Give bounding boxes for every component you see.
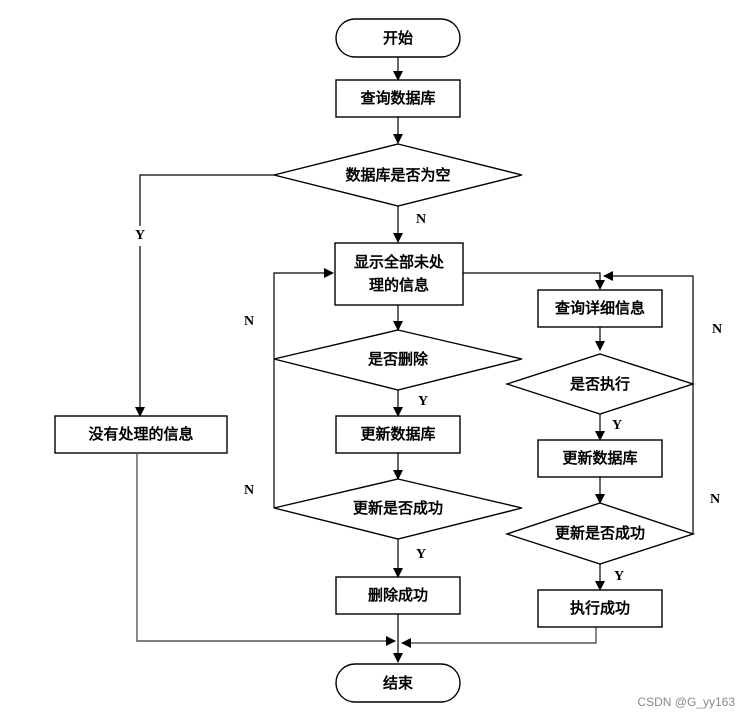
watermark: CSDN @G_yy163: [637, 695, 735, 709]
end-terminal: [335, 663, 461, 703]
update-ok-right-decision: [504, 502, 696, 565]
edges: [135, 57, 694, 663]
edge-delete-no: [273, 268, 334, 359]
query-detail-box: [537, 289, 663, 328]
execute-ok-label: 执行成功: [570, 599, 630, 617]
edge-nounprocessed-end: [136, 454, 396, 646]
start-terminal: [335, 18, 461, 58]
label-update-right-yes: Y: [614, 569, 624, 584]
label-delete-yes: Y: [418, 394, 428, 409]
delete-ok-label: 删除成功: [368, 586, 428, 604]
label-dbempty-no: N: [416, 212, 426, 227]
edge-execute-no: [603, 271, 694, 384]
execute-ok-box: [537, 589, 663, 628]
label-delete-no: N: [244, 314, 254, 329]
show-unprocessed-box: [334, 242, 464, 306]
execute-decision-label: 是否执行: [569, 375, 630, 393]
show-unprocessed-label-line1: 显示全部未处: [354, 253, 445, 271]
edge-executeok-end: [401, 627, 597, 648]
label-update-left-no: N: [244, 483, 254, 498]
end-label: 结束: [383, 674, 414, 692]
query-detail-label: 查询详细信息: [555, 299, 645, 317]
query-db-label: 查询数据库: [360, 89, 435, 107]
update-db-left-box: [335, 415, 461, 454]
nodes: 开始 查询数据库 数据库是否为空 显示全部未处 理的信息 没有处理的信息 是否删…: [54, 18, 696, 703]
update-ok-left-label: 更新是否成功: [353, 499, 443, 517]
delete-ok-box: [335, 576, 461, 615]
delete-decision: [273, 329, 523, 391]
edge-labels: Y N N Y N Y N Y N Y: [135, 212, 722, 584]
db-empty-decision: [273, 143, 523, 207]
edge-dbempty-yes-a: [139, 174, 274, 226]
update-ok-right-label: 更新是否成功: [555, 524, 645, 542]
execute-decision: [504, 353, 696, 415]
no-unprocessed-label: 没有处理的信息: [88, 425, 193, 443]
label-update-right-no: N: [710, 492, 720, 507]
db-empty-label: 数据库是否为空: [345, 166, 450, 184]
start-label: 开始: [383, 29, 413, 47]
update-db-right-label: 更新数据库: [562, 449, 637, 467]
query-db-box: [335, 79, 461, 118]
label-update-left-yes: Y: [416, 547, 426, 562]
no-unprocessed-box: [54, 415, 228, 454]
show-unprocessed-label-line2: 理的信息: [369, 276, 429, 294]
label-dbempty-yes: Y: [135, 228, 145, 243]
update-ok-left-decision: [273, 478, 523, 540]
delete-decision-label: 是否删除: [367, 350, 429, 368]
label-execute-yes: Y: [612, 418, 622, 433]
label-execute-no: N: [712, 322, 722, 337]
update-db-right-box: [537, 439, 663, 478]
edge-show-querydetail: [463, 272, 605, 290]
update-db-left-label: 更新数据库: [360, 425, 435, 443]
